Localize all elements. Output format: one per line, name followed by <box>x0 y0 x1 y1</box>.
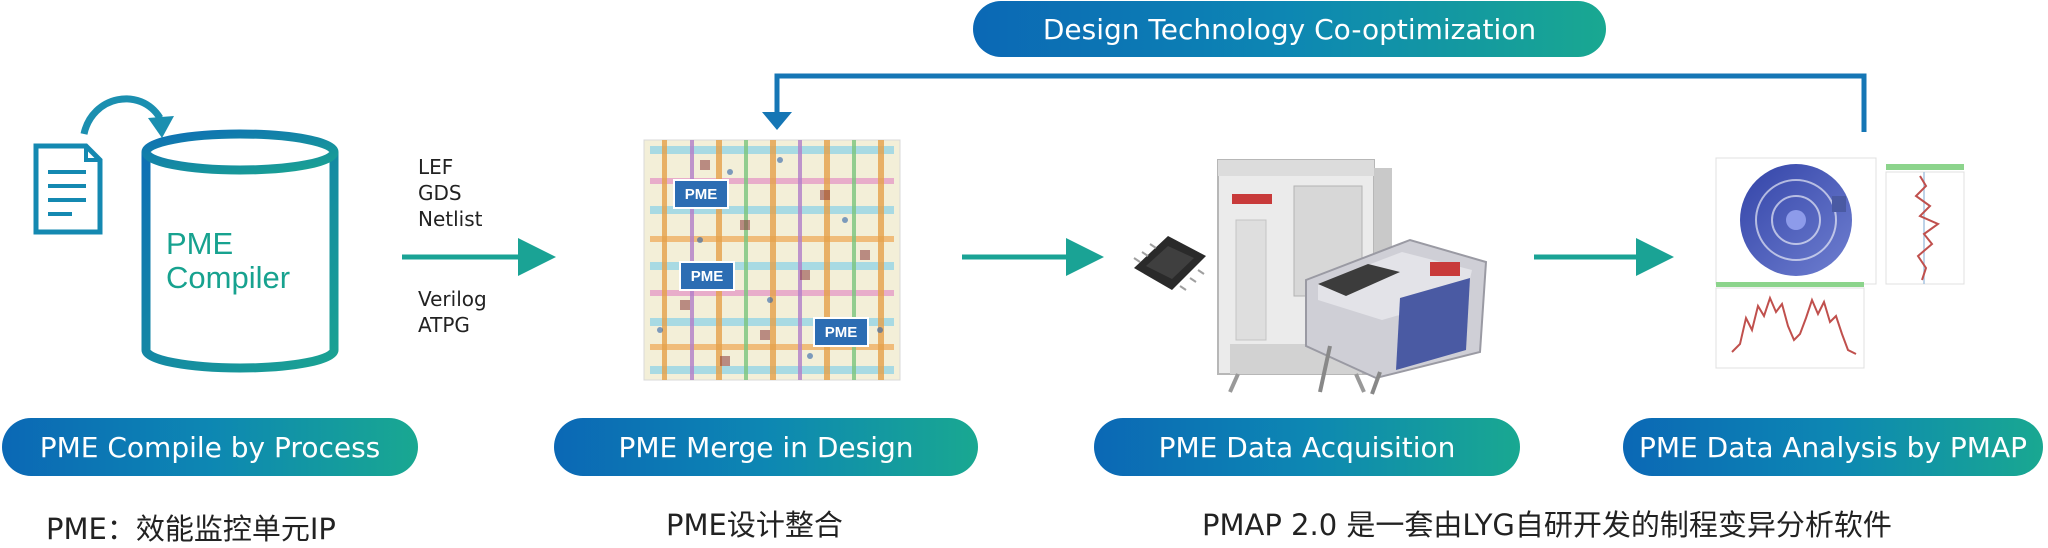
output-files-group-2: Verilog ATPG <box>418 286 487 338</box>
compiler-title-line1: PME <box>166 226 233 261</box>
caption-pmap: PMAP 2.0 是一套由LYG自研开发的制程变异分析软件 <box>1202 508 1892 542</box>
stage-acquisition-pill: PME Data Acquisition <box>1094 418 1520 476</box>
stage-merge-pill: PME Merge in Design <box>554 418 978 476</box>
stage-compile-pill: PME Compile by Process <box>2 418 418 476</box>
output-netlist: Netlist <box>418 207 483 231</box>
caption-merge: PME设计整合 <box>666 508 843 542</box>
svg-text:PME: PME <box>685 186 718 203</box>
curved-arrow-icon <box>80 95 174 138</box>
pme-tag-1: PME <box>673 179 729 209</box>
output-verilog: Verilog <box>418 287 487 311</box>
arrow-design-to-acquisition <box>962 238 1104 276</box>
output-files-group-1: LEF GDS Netlist <box>418 154 482 232</box>
tester-equipment-image <box>1217 159 1488 395</box>
output-gds: GDS <box>418 181 462 205</box>
caption-compile: PME：效能监控单元IP <box>46 512 336 546</box>
output-atpg: ATPG <box>418 313 470 337</box>
arrow-acquisition-to-analysis <box>1534 238 1674 276</box>
chip-package-icon <box>1133 236 1206 291</box>
dtco-banner: Design Technology Co-optimization <box>973 1 1606 57</box>
feedback-arrow <box>762 73 1867 132</box>
svg-text:PME: PME <box>825 324 858 341</box>
svg-text:PME: PME <box>691 268 724 285</box>
compiler-database-icon <box>141 129 339 373</box>
output-lef: LEF <box>418 155 454 179</box>
document-icon <box>33 143 103 235</box>
waveform-chart <box>1715 287 1865 369</box>
pme-tag-2: PME <box>679 261 735 291</box>
analysis-charts-image <box>1715 157 1965 369</box>
stage-analysis-pill: PME Data Analysis by PMAP <box>1623 418 2043 476</box>
compiler-title-line2: Compiler <box>166 260 290 295</box>
chip-layout-image: PME PME PME <box>643 139 901 381</box>
arrow-compile-to-design <box>402 238 556 276</box>
pme-tag-3: PME <box>813 317 869 347</box>
